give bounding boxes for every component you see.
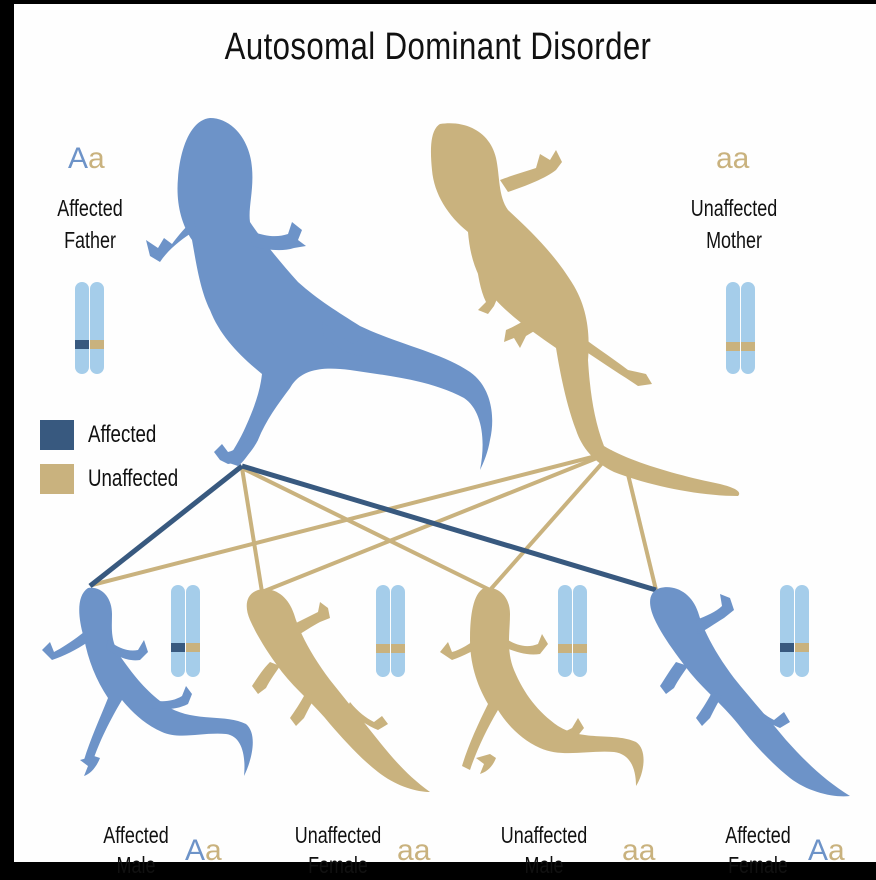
legend-unaffected-label: Unaffected	[88, 465, 178, 493]
diagram-title: Autosomal Dominant Disorder	[79, 26, 797, 69]
father-label-1: Affected	[35, 193, 144, 223]
mother-label-1: Unaffected	[679, 193, 788, 223]
father-genotype: Aa	[68, 144, 105, 174]
offspring-4-label-1: Affected	[703, 820, 812, 850]
offspring-4-genotype-b: a	[828, 834, 845, 867]
offspring-3-genotype-a: a	[622, 834, 639, 867]
father-chromosome-icon	[75, 282, 104, 374]
offspring-1-label-1: Affected	[81, 820, 190, 850]
diagram-canvas: Autosomal Dominant Disorder Aa Affected …	[0, 0, 876, 862]
offspring-1-genotype-a: A	[185, 834, 205, 867]
offspring-3-label-2: Male	[489, 850, 598, 880]
offspring-4-label-2: Female	[703, 850, 812, 880]
offspring-4-genotype-a: A	[808, 834, 828, 867]
legend-unaffected-swatch	[40, 464, 74, 494]
legend-affected-label: Affected	[88, 421, 156, 449]
father-genotype-recessive: a	[88, 142, 105, 175]
offspring-3-gecko-icon	[440, 588, 644, 786]
offspring-4-gecko-icon	[650, 587, 850, 796]
offspring-1-chromosome-icon	[171, 585, 200, 677]
mother-genotype: aa	[716, 144, 749, 174]
offspring-1-gecko-icon	[42, 588, 253, 776]
legend-affected: Affected	[40, 420, 176, 450]
offspring-2-genotype-b: a	[414, 834, 431, 867]
mother-gecko-icon	[431, 123, 739, 496]
offspring-1-genotype-b: a	[205, 834, 222, 867]
offspring-2-label-2: Female	[283, 850, 392, 880]
offspring-3-chromosome-icon	[558, 585, 587, 677]
legend-unaffected: Unaffected	[40, 464, 204, 494]
mother-label-2: Mother	[679, 225, 788, 255]
offspring-2-label-1: Unaffected	[283, 820, 392, 850]
offspring-3-label-1: Unaffected	[489, 820, 598, 850]
offspring-2-chromosome-icon	[376, 585, 405, 677]
offspring-2-genotype-a: a	[397, 834, 414, 867]
offspring-1-label-2: Male	[81, 850, 190, 880]
father-genotype-dominant: A	[68, 142, 88, 175]
offspring-4-chromosome-icon	[780, 585, 809, 677]
mother-chromosome-icon	[726, 282, 755, 374]
father-label-2: Father	[35, 225, 144, 255]
offspring-3-genotype-b: a	[639, 834, 656, 867]
legend-affected-swatch	[40, 420, 74, 450]
